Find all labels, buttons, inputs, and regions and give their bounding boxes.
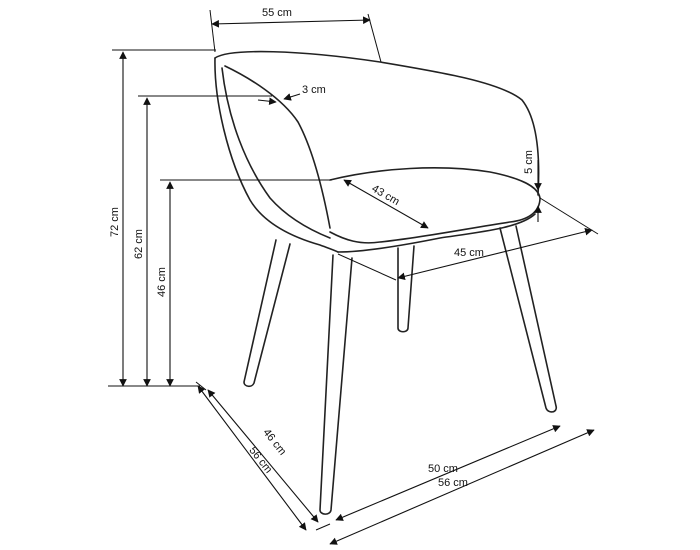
dim-line-seat-width (397, 227, 593, 281)
label-seat-thickness: 5 cm (523, 150, 535, 174)
chair-back-shell (214, 50, 540, 196)
label-height-seat: 46 cm (156, 267, 168, 297)
label-frame-thickness: 3 cm (302, 84, 326, 96)
extension-lines (108, 9, 599, 531)
chair-leg-front-left (319, 254, 353, 515)
label-depth-outer: 56 cm (246, 445, 274, 476)
dim-line-frame-thickness-b (283, 93, 301, 101)
chair-shell-front (214, 57, 339, 253)
label-height-armrest: 62 cm (133, 229, 145, 259)
dim-line-width-outer (329, 429, 595, 545)
chair-back-inner-rim (224, 65, 331, 229)
label-depth-inner: 46 cm (260, 427, 288, 458)
chair-leg-back-right (397, 245, 415, 333)
label-seat-width: 45 cm (454, 247, 484, 259)
chair-seat (329, 167, 541, 244)
label-width-inner: 50 cm (428, 463, 458, 475)
chair-leg-back-left (243, 239, 291, 388)
label-height-total: 72 cm (109, 207, 121, 237)
dimension-lines (119, 16, 595, 545)
dim-line-depth-outer (197, 385, 307, 531)
dim-line-seat-depth (343, 179, 429, 229)
chair-leg-front-right (499, 225, 558, 413)
label-width-outer: 56 cm (438, 477, 468, 489)
dim-line-frame-thickness (257, 97, 277, 106)
chair-shell-front-inner (221, 67, 331, 239)
dim-line-width-top (211, 16, 371, 28)
label-width-top: 55 cm (262, 7, 292, 19)
chair-outline (214, 50, 558, 515)
